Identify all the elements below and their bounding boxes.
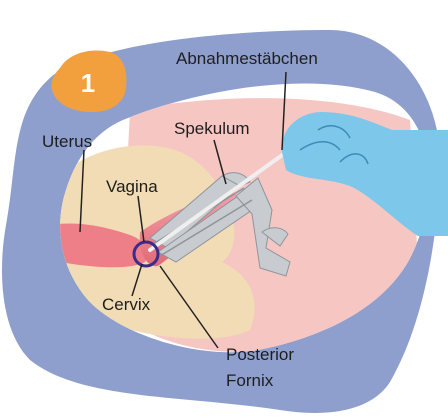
step-badge-icon: 1	[51, 51, 126, 112]
step-number: 1	[81, 68, 95, 98]
label-posterior-line2: Fornix	[226, 371, 274, 390]
label-posterior-line1: Posterior	[226, 345, 294, 364]
label-cervix: Cervix	[102, 295, 151, 314]
label-speculum: Spekulum	[174, 119, 250, 138]
label-vagina: Vagina	[106, 177, 158, 196]
label-swab: Abnahmestäbchen	[176, 49, 318, 68]
label-uterus: Uterus	[42, 132, 92, 151]
